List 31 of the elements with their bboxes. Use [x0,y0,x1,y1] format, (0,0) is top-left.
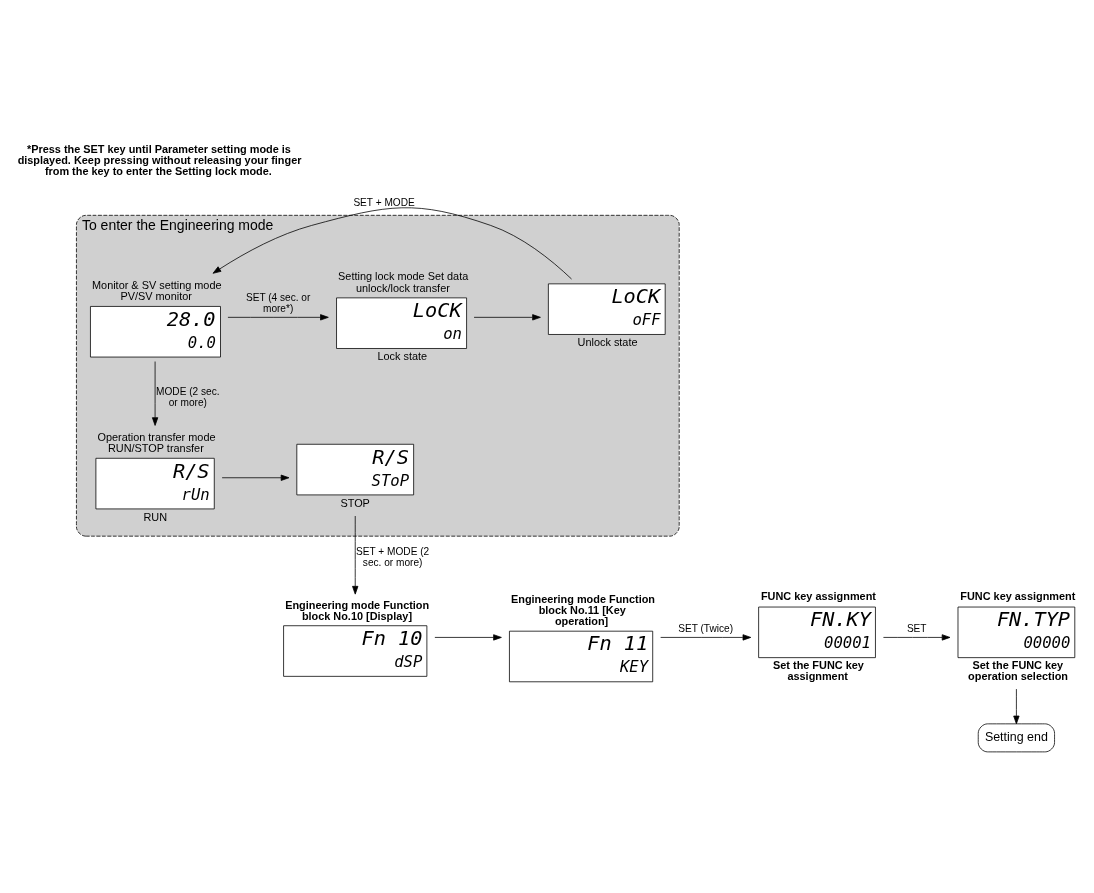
arrow [473,313,541,320]
edge-label: SET (4 sec. or more*) [245,291,311,314]
edge-label: MODE (2 sec. or more) [156,385,220,408]
arrow [352,515,359,594]
edge-label: SET (Twice) [678,622,734,634]
arrow [660,633,752,640]
arrow [212,206,572,279]
node-label: Operation transfer mode RUN/STOP transfer [97,430,216,454]
arrow [883,633,951,640]
node-label: Unlock state [577,335,638,348]
node-label: Setting lock mode Set data unlock/lock transfer [338,269,469,294]
node-box: Setting end [977,722,1055,752]
label: *Press the SET key until Parameter setting mode is displayed. Keep pressing without releasing your finger from the key to enter the Setting lock mode. [17,142,302,177]
node-label: FUNC key assignment [960,589,1076,602]
node-label: Lock state [377,349,428,362]
edge-label: SET + MODE (2 sec. or more) [356,545,430,568]
node-label: Monitor & SV setting mode PV/SV monitor [92,278,222,302]
edge-label: SET [906,622,927,634]
node-label: FUNC key assignment [760,589,876,602]
edge-label: SET + MODE [353,196,415,208]
node-label: Set the FUNC key operation selection [968,658,1068,682]
arrow [221,474,290,481]
arrow [151,360,159,426]
node-label: Set the FUNC key assignment [773,658,864,682]
arrow [227,313,329,320]
node-label: RUN [143,510,168,523]
arrow [1013,688,1020,724]
node-label: STOP [340,496,370,509]
node-label: Engineering mode Function block No.10 [Display] [285,598,430,622]
node-label: Engineering mode Function block No.11 [Key operation] [510,592,655,627]
arrow [434,633,502,640]
